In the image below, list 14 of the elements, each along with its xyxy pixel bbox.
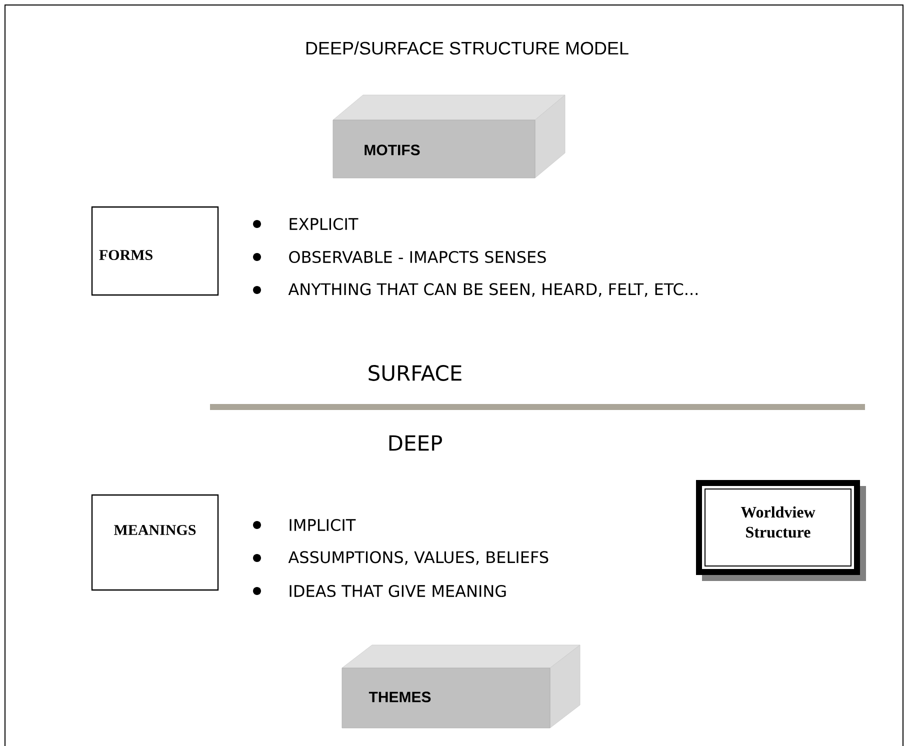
bullet-text: ASSUMPTIONS, VALUES, BELIEFS — [288, 551, 548, 565]
bullet-text: IDEAS THAT GIVE MEANING — [290, 584, 506, 598]
bullet-text: EXPLICIT — [290, 218, 358, 230]
bullet-text: IMPLICIT — [290, 518, 356, 532]
label-box: FORMS — [91, 206, 219, 296]
title: DEEP/SURFACE STRUCTURE MODEL — [306, 41, 628, 55]
section-heading: DEEP — [389, 435, 442, 451]
block-box: MOTIFS — [332, 94, 566, 178]
bullet-text: OBSERVABLE - IMAPCTS SENSES — [289, 250, 546, 264]
label-box: MEANINGS — [91, 494, 219, 591]
framed-box: Worldview Structure — [696, 480, 866, 581]
bullet-text: ANYTHING THAT CAN BE SEEN, HEARD, FELT, ETC... — [288, 283, 698, 297]
block-box: THEMES — [342, 644, 580, 728]
section-heading: SURFACE — [368, 365, 462, 381]
